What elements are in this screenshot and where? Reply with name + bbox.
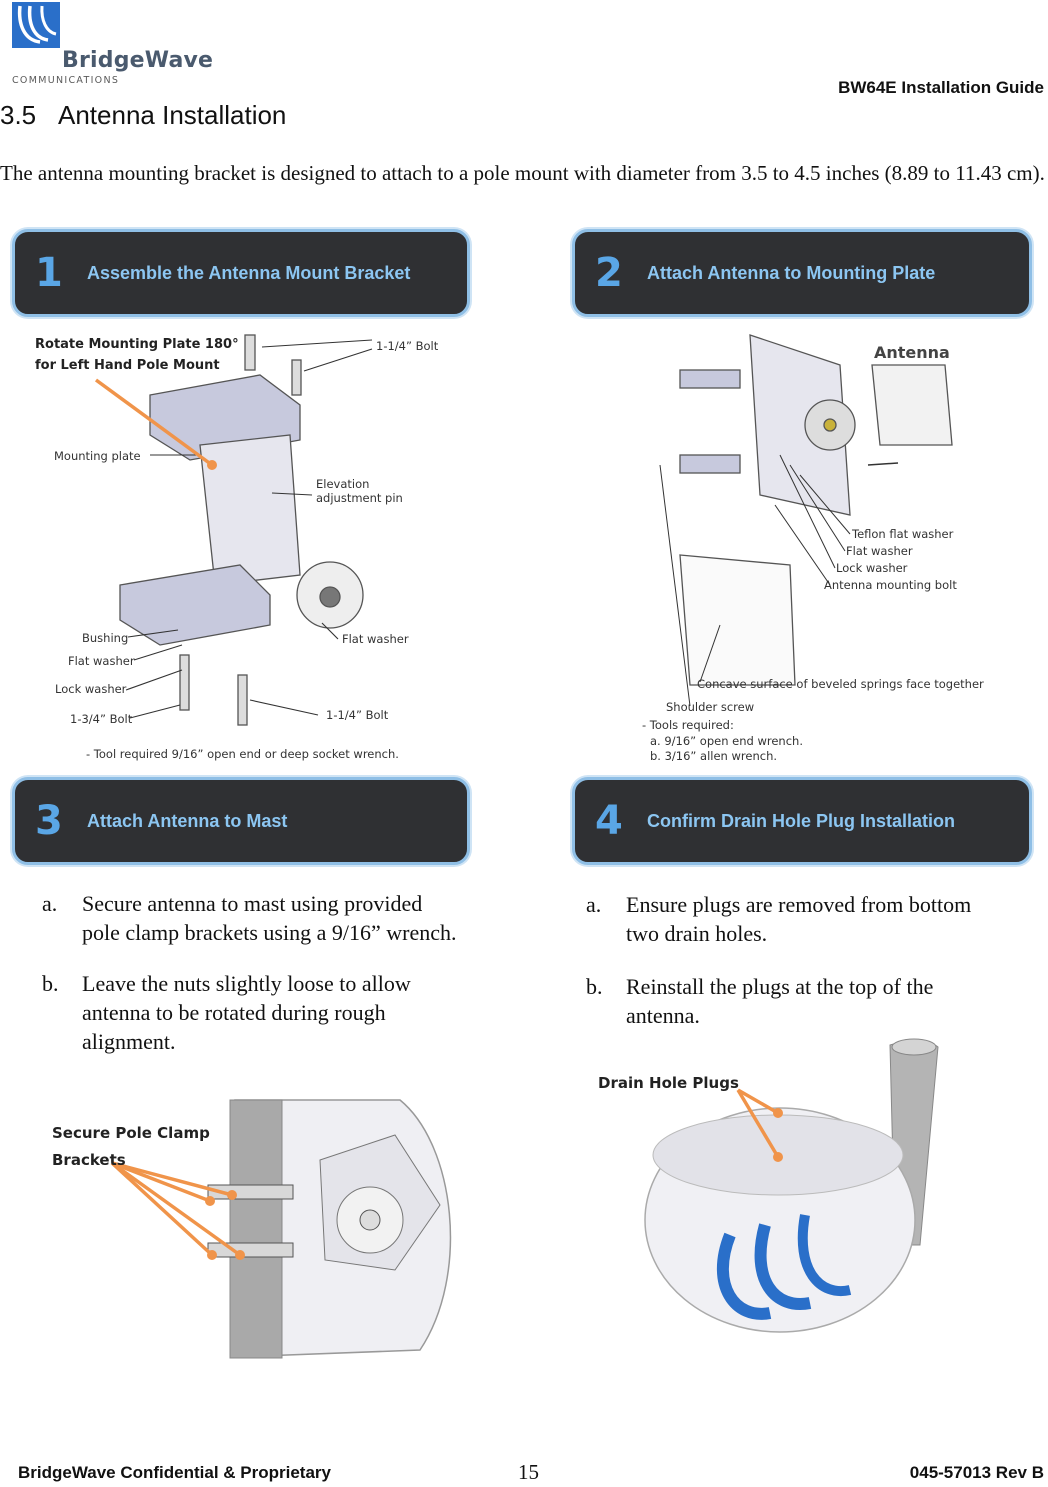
section-title: 3.5 Antenna Installation <box>0 100 286 131</box>
bridgewave-logo-icon <box>12 2 60 48</box>
label-bolt-top: 1-1/4” Bolt <box>376 339 439 353</box>
rotate-plate-callout-2: for Left Hand Pole Mount <box>35 358 220 373</box>
label-elevation-pin-1: Elevation <box>316 477 370 491</box>
label-teflon-washer: Teflon flat washer <box>852 527 954 541</box>
list-item-text: Leave the nuts slightly loose to allow a… <box>82 971 411 1054</box>
antenna-mast-illustration <box>110 1099 452 1359</box>
tool-b: b. 3/16” allen wrench. <box>650 749 778 763</box>
step-4-number: 4 <box>595 798 623 844</box>
logo-subtitle: COMMUNICATIONS <box>12 75 120 86</box>
step-1-title: Assemble the Antenna Mount Bracket <box>87 262 411 283</box>
step-3-banner: 3 Attach Antenna to Mast <box>12 777 470 865</box>
step-3-title: Attach Antenna to Mast <box>87 810 288 831</box>
label-flat-washer-2: Flat washer <box>846 544 913 558</box>
secure-clamp-callout-2: Brackets <box>52 1151 126 1169</box>
list-item-text: Ensure plugs are removed from bottom two… <box>626 892 972 946</box>
mount-bracket-diagram <box>94 334 373 726</box>
section-title-text: Antenna Installation <box>58 100 287 130</box>
list-item-text: Reinstall the plugs at the top of the an… <box>626 974 934 1028</box>
secure-clamp-callout-1: Secure Pole Clamp <box>52 1124 210 1142</box>
drain-plugs-callout: Drain Hole Plugs <box>598 1074 739 1092</box>
label-elevation-pin-2: adjustment pin <box>316 491 403 505</box>
list-item: b. Reinstall the plugs at the top of the … <box>586 972 1006 1030</box>
step-3-instructions: a. Secure antenna to mast using provided … <box>42 889 462 1056</box>
list-item: a. Secure antenna to mast using provided … <box>42 889 462 947</box>
step-2-number: 2 <box>595 250 623 296</box>
tool-a: a. 9/16” open end wrench. <box>650 734 803 748</box>
step-1-banner: 1 Assemble the Antenna Mount Bracket <box>12 229 470 317</box>
label-lock-washer: Lock washer <box>55 682 127 696</box>
label-flat-washer-right: Flat washer <box>342 632 409 646</box>
step-4-title: Confirm Drain Hole Plug Installation <box>647 810 956 831</box>
tool-required-note: - Tool required 9/16” open end or deep s… <box>86 747 399 761</box>
list-item-label: a. <box>586 892 602 917</box>
label-flat-washer-left: Flat washer <box>68 654 135 668</box>
step-1-number: 1 <box>35 250 63 296</box>
step-4-instructions: a. Ensure plugs are removed from bottom t… <box>586 890 1006 1030</box>
label-shoulder-screw: Shoulder screw <box>666 700 755 714</box>
label-mounting-bolt: Antenna mounting bolt <box>824 578 957 592</box>
logo-wordmark: BridgeWave <box>62 48 214 73</box>
step-4-banner: 4 Confirm Drain Hole Plug Installation <box>572 777 1032 865</box>
step-2-title: Attach Antenna to Mounting Plate <box>647 262 936 283</box>
list-item-label: b. <box>586 974 603 999</box>
label-antenna: Antenna <box>874 343 950 362</box>
step-2-banner: 2 Attach Antenna to Mounting Plate <box>572 229 1032 317</box>
mounting-plate-diagram <box>659 334 953 707</box>
intro-paragraph: The antenna mounting bracket is designed… <box>0 161 1045 185</box>
label-concave-surface: Concave surface of beveled springs face … <box>697 677 984 691</box>
list-item-text: Secure antenna to mast using provided po… <box>82 891 457 945</box>
page-number: 15 <box>518 1460 539 1484</box>
rotate-plate-callout-1: Rotate Mounting Plate 180° <box>35 337 239 352</box>
section-number: 3.5 <box>0 100 37 130</box>
tools-required-title: - Tools required: <box>642 718 734 732</box>
label-bushing: Bushing <box>82 631 129 645</box>
list-item-label: b. <box>42 971 59 996</box>
label-mounting-plate: Mounting plate <box>54 449 141 463</box>
drain-plug-illustration <box>644 1038 939 1333</box>
list-item: b. Leave the nuts slightly loose to allow… <box>42 969 462 1056</box>
list-item-label: a. <box>42 891 58 916</box>
guide-title: BW64E Installation Guide <box>838 78 1044 97</box>
document-number: 045-57013 Rev B <box>909 1463 1044 1482</box>
list-item: a. Ensure plugs are removed from bottom t… <box>586 890 1006 948</box>
label-bolt-34: 1-3/4” Bolt <box>70 712 133 726</box>
label-bolt-bottom: 1-1/4” Bolt <box>326 708 389 722</box>
label-lock-washer-2: Lock washer <box>836 561 908 575</box>
step-3-number: 3 <box>35 798 63 844</box>
footer-confidential: BridgeWave Confidential & Proprietary <box>18 1463 331 1482</box>
